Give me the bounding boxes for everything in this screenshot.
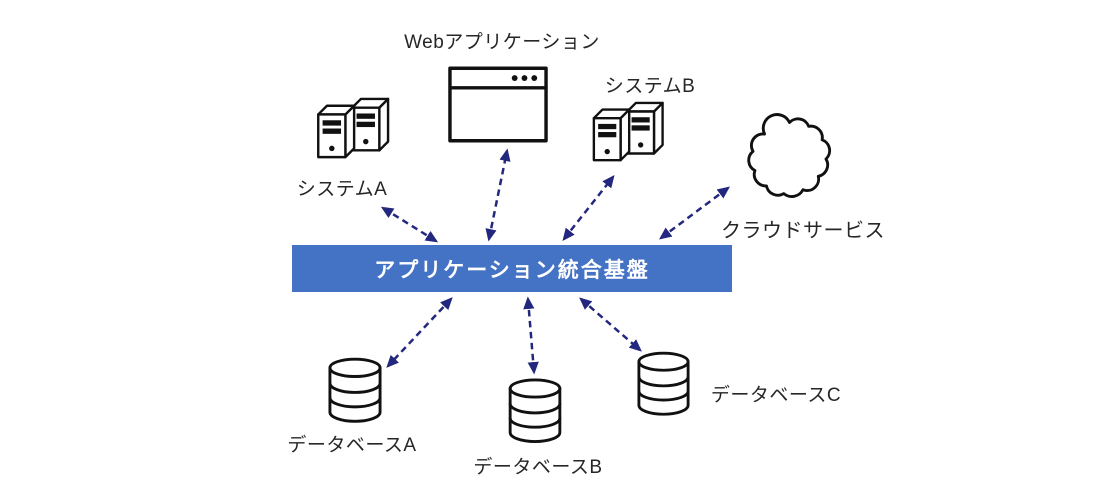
platform-label: アプリケーション統合基盤	[374, 258, 650, 282]
browser-window-icon	[448, 66, 548, 143]
database-icon-c	[637, 351, 690, 416]
node-label-system-a: システムA	[296, 179, 388, 200]
arrow-platform-system-a	[380, 206, 439, 243]
database-icon-a	[328, 357, 382, 423]
arrow-platform-cloud	[658, 186, 731, 240]
node-label-cloud-service: クラウドサービス	[721, 220, 885, 242]
platform-bar: アプリケーション統合基盤	[292, 245, 732, 292]
arrow-platform-database-c	[579, 297, 642, 352]
arrow-platform-database-a	[386, 297, 453, 368]
arrow-platform-system-b	[562, 175, 615, 241]
node-label-database-a: データベースA	[287, 435, 417, 456]
server-towers-icon-system-b	[592, 101, 664, 162]
node-label-database-c: データベースC	[710, 385, 842, 406]
arrow-platform-web-app	[485, 148, 511, 242]
node-label-database-b: データベースB	[473, 457, 603, 478]
cloud-icon	[747, 113, 832, 198]
database-icon-b	[508, 378, 562, 443]
arrow-platform-database-b	[523, 296, 539, 375]
node-label-web-app: Webアプリケーション	[404, 32, 600, 53]
node-label-system-b: システムB	[604, 76, 696, 97]
server-towers-icon-system-a	[317, 97, 390, 159]
